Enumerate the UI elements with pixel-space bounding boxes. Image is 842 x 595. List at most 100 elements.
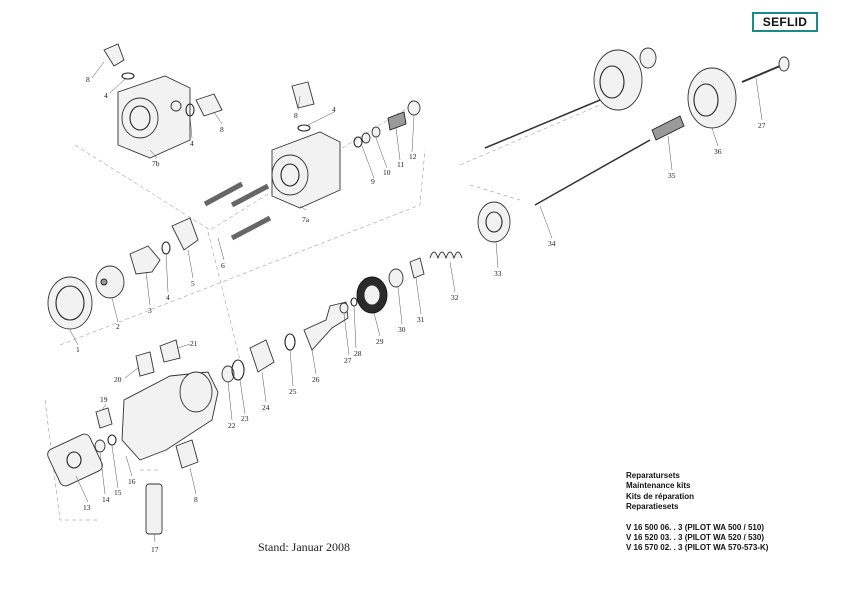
kits-title-de: Reparatursets <box>626 471 680 480</box>
nozzle-3 <box>129 245 161 275</box>
washer-30 <box>388 268 404 288</box>
knob-top <box>593 49 643 111</box>
label-29: 29 <box>376 337 384 346</box>
screw-6-b <box>230 183 270 208</box>
fitting-8-top <box>103 43 125 67</box>
knob-top-inner <box>599 65 625 99</box>
bushing-33-inner <box>485 211 503 233</box>
label-8-bottom: 8 <box>194 495 198 504</box>
needle-34 <box>534 139 651 206</box>
o-ring-25 <box>284 333 296 351</box>
seal-housing-24 <box>249 339 275 373</box>
air-cap-2 <box>95 265 125 299</box>
label-11: 11 <box>397 160 404 169</box>
o-ring-4-top <box>121 72 135 80</box>
o-ring-15 <box>107 434 117 446</box>
screw-6-c <box>230 215 272 241</box>
label-16: 16 <box>128 477 136 486</box>
label-12: 12 <box>409 152 417 161</box>
seal-10 <box>371 126 381 138</box>
label-6: 6 <box>221 261 225 270</box>
flange-13 <box>47 433 103 487</box>
kit-code-500: V 16 500 06. . 3 (PILOT WA 500 / 510) <box>626 522 764 532</box>
spring-35 <box>651 115 685 141</box>
leader-lines <box>69 61 763 543</box>
label-17: 17 <box>151 545 159 554</box>
fitting-21 <box>159 339 181 363</box>
screw-31 <box>409 257 425 279</box>
label-3: 3 <box>148 306 152 315</box>
pin-17 <box>145 483 163 535</box>
rod-27-disc <box>778 56 790 72</box>
nut-1 <box>47 276 93 330</box>
label-4-front: 4 <box>166 293 170 302</box>
cap-12 <box>407 100 421 116</box>
valve-body-7b-bore-inner <box>129 105 151 131</box>
spring-11 <box>387 111 407 131</box>
label-4-side: 4 <box>190 139 194 148</box>
o-ring-4-front <box>161 241 171 255</box>
flange-13-hole <box>66 451 82 469</box>
label-9: 9 <box>371 177 375 186</box>
label-8-side: 8 <box>220 125 224 134</box>
spring-32 <box>429 251 463 260</box>
maintenance-kits-block: Reparatursets Maintenance kits Kits de r… <box>626 471 836 554</box>
label-13: 13 <box>83 503 91 512</box>
fitting-8-side <box>195 93 223 117</box>
label-27-upper: 27 <box>758 121 766 130</box>
label-24: 24 <box>262 403 270 412</box>
label-33: 33 <box>494 269 502 278</box>
label-31: 31 <box>417 315 425 324</box>
bushing-33 <box>477 201 511 243</box>
knob-top-cap <box>639 47 657 69</box>
air-cap-2-tip <box>100 278 108 286</box>
kit-code-520: V 16 520 03. . 3 (PILOT WA 520 / 530) <box>626 533 764 543</box>
rod-27 <box>741 65 781 83</box>
fitting-20 <box>135 351 155 377</box>
knob-36 <box>687 67 737 129</box>
label-4-top: 4 <box>104 91 108 100</box>
valve-body-7b-group <box>103 43 223 159</box>
label-26: 26 <box>312 375 320 384</box>
label-20: 20 <box>114 375 122 384</box>
label-25: 25 <box>289 387 297 396</box>
washer-9 <box>361 132 371 144</box>
logo-text: SEFLID <box>762 15 808 29</box>
o-ring-9 <box>353 136 363 148</box>
label-5: 5 <box>191 279 195 288</box>
revision-date: Stand: Januar 2008 <box>258 540 350 554</box>
valve-body-7a-bore <box>271 154 309 196</box>
o-ring-4-7a <box>297 124 311 132</box>
fitting-8-7a <box>291 81 315 109</box>
label-1: 1 <box>76 345 80 354</box>
label-27-lower: 27 <box>344 356 352 365</box>
plate-5 <box>171 217 199 251</box>
kits-title-fr: Kits de réparation <box>626 491 695 501</box>
needle-parts-26-33 <box>303 201 511 351</box>
screws-6 <box>203 181 272 241</box>
label-22: 22 <box>228 421 236 430</box>
needle-and-knobs <box>484 47 790 206</box>
nut-1-inner <box>55 285 85 321</box>
label-19: 19 <box>100 395 108 404</box>
label-34: 34 <box>548 239 556 248</box>
label-10: 10 <box>383 168 391 177</box>
label-2: 2 <box>116 322 120 331</box>
label-28: 28 <box>354 349 362 358</box>
label-4-7a: 4 <box>332 105 336 114</box>
o-ring-23 <box>231 359 245 381</box>
gun-body-16-group <box>47 333 296 535</box>
ring-27 <box>339 302 349 314</box>
screw-6-a <box>203 181 244 207</box>
label-32: 32 <box>451 293 459 302</box>
o-ring-28 <box>350 297 358 307</box>
label-15: 15 <box>114 488 122 497</box>
label-7a: 7a <box>302 215 310 224</box>
valve-body-7a-bore-inner <box>280 163 300 187</box>
label-30: 30 <box>398 325 406 334</box>
knob-36-inner <box>693 83 719 117</box>
valve-body-7b-bore <box>121 97 159 139</box>
valve-body-7b-port <box>170 100 182 112</box>
seal-29-inner <box>363 284 381 306</box>
